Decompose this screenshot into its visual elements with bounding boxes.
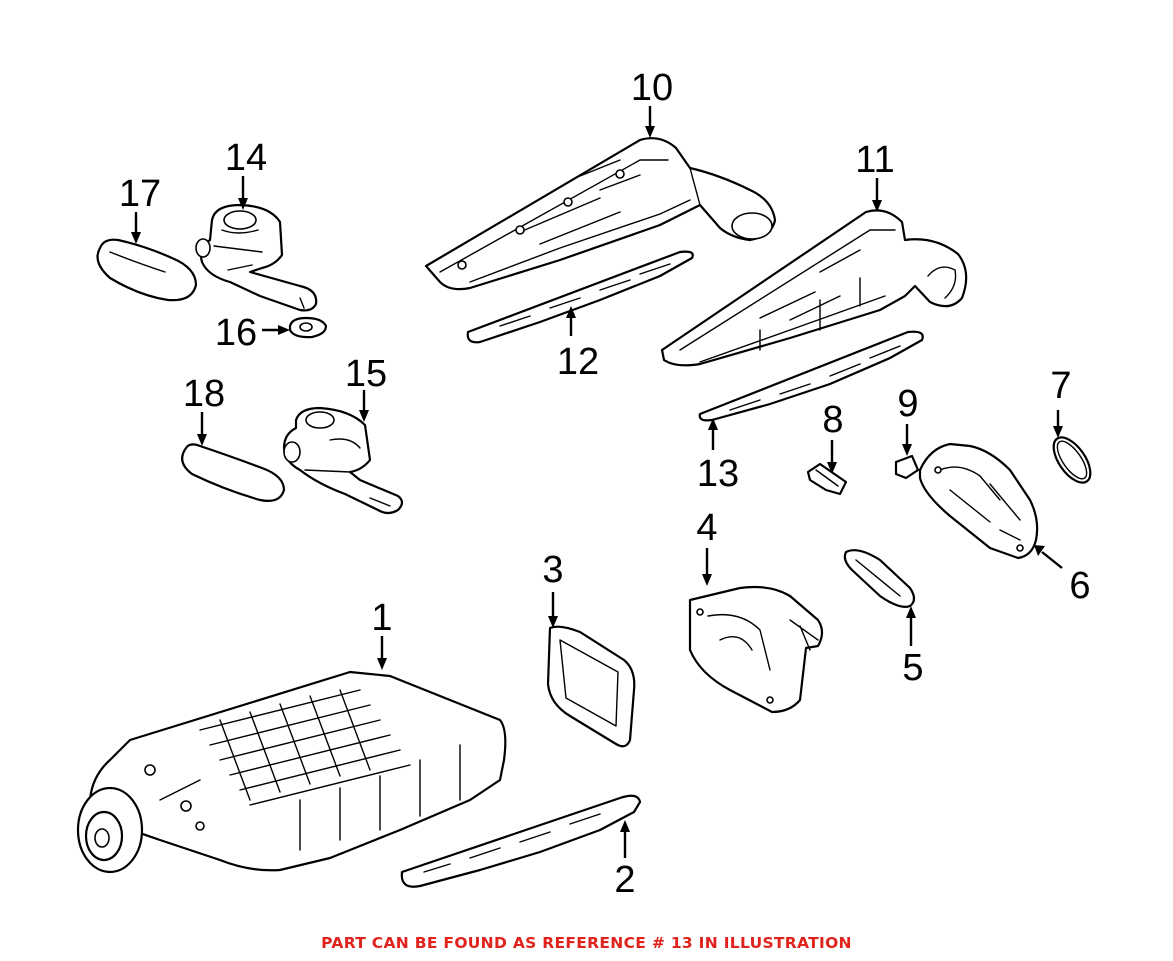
callout-13: 13 [697,453,739,495]
callout-18: 18 [183,373,225,415]
callout-12: 12 [557,341,599,383]
callout-17: 17 [119,173,161,215]
part-16-gasket [288,316,328,339]
part-5-gasket [843,549,916,608]
callout-14: 14 [225,137,267,179]
callout-4: 4 [696,507,717,549]
callout-16: 16 [215,312,257,354]
part-15-valve [282,406,404,515]
part-2-gasket [400,794,642,888]
part-8-clip [806,462,848,496]
callout-8: 8 [822,399,843,441]
callout-labels: 1 2 3 4 5 6 7 8 9 10 11 12 13 14 15 16 1… [119,67,1091,901]
part-3-gasket [546,625,636,748]
part-13-gasket [698,330,924,422]
part-18-hose [181,443,286,502]
part-1-supercharger [76,670,507,874]
callout-7: 7 [1050,365,1071,407]
callout-9: 9 [897,383,918,425]
callout-15: 15 [345,353,387,395]
callout-3: 3 [542,549,563,591]
part-6-throttle-housing [918,442,1039,560]
part-9-fitting [894,454,920,480]
callout-arrows [131,106,1063,858]
part-4-housing [688,585,824,714]
part-14-valve [195,203,318,312]
callout-6: 6 [1069,565,1090,607]
part-12-gasket [466,250,694,344]
callout-1: 1 [371,597,392,639]
part-11-intake-cover [660,209,968,367]
reference-caption: PART CAN BE FOUND AS REFERENCE # 13 IN I… [321,934,852,952]
callout-5: 5 [902,647,923,689]
callout-10: 10 [631,67,673,109]
callout-2: 2 [614,859,635,901]
part-10-intake-cover [424,137,777,291]
part-17-hose [96,238,198,302]
callout-11: 11 [855,139,894,181]
part-7-o-ring [1052,436,1092,484]
